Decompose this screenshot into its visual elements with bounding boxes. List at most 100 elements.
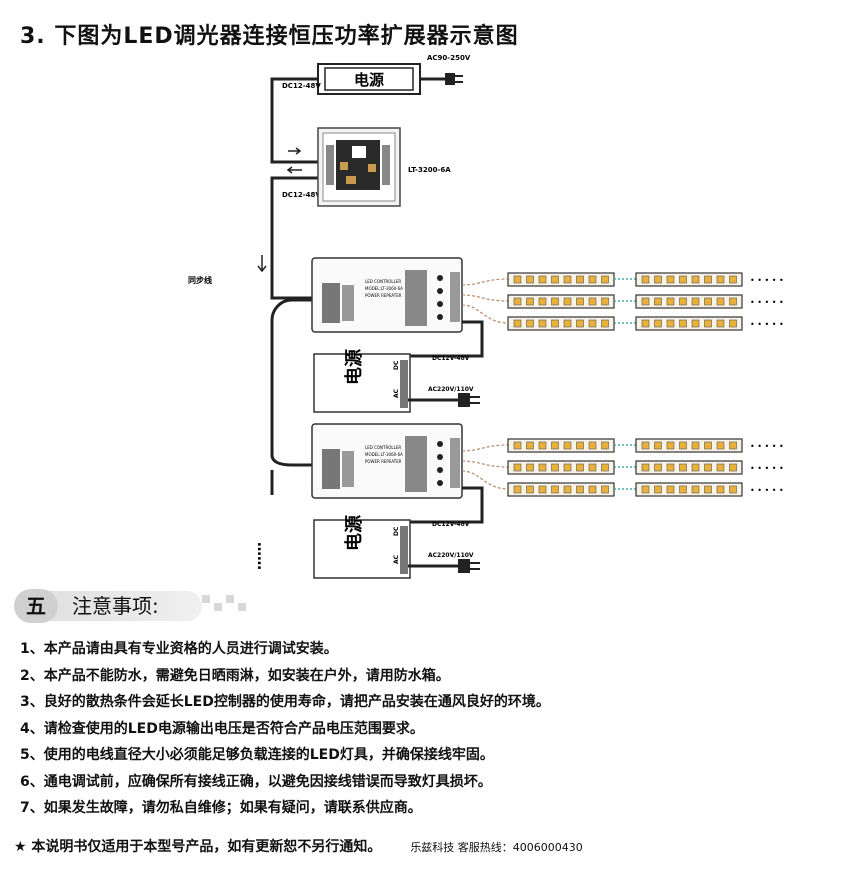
- led-strip: [507, 272, 615, 287]
- amplifier-input-terminal: [322, 283, 340, 323]
- strip-continuation: • • • • •: [750, 442, 784, 451]
- led-chip: [526, 319, 534, 328]
- dc-wire: [405, 320, 484, 358]
- plug-icon: [470, 396, 480, 398]
- led-chip: [729, 463, 737, 472]
- psu-unit-label: 电源: [343, 515, 365, 551]
- amplifier-label: POWER REPEATER: [365, 293, 402, 298]
- led-chip: [601, 319, 609, 328]
- led-strip: [507, 482, 615, 497]
- led-chip: [513, 319, 522, 328]
- led-chip: [513, 275, 522, 284]
- led-chip: [691, 463, 700, 472]
- decor-square: [202, 595, 210, 603]
- sync-label: 同步线: [188, 275, 212, 285]
- amplifier-label: LED CONTROLLER: [365, 445, 401, 450]
- led-chip: [704, 275, 712, 284]
- led-chip: [729, 319, 737, 328]
- led-chip: [576, 319, 584, 328]
- led-chip: [679, 463, 687, 472]
- decor-square: [226, 595, 234, 603]
- led-strip: [635, 438, 743, 453]
- led-chip: [716, 463, 725, 472]
- terminal-screw: [437, 480, 443, 486]
- led-chip: [704, 485, 712, 494]
- controller-box: [317, 127, 401, 207]
- plug-icon: [470, 402, 480, 404]
- led-chip: [513, 485, 522, 494]
- amplifier-input-terminal: [322, 449, 340, 489]
- section-bar: [42, 591, 202, 621]
- led-chip: [563, 275, 572, 284]
- led-chip: [654, 441, 662, 450]
- psu-dc-label: DC12V-48V: [432, 521, 470, 528]
- plug-icon: [458, 559, 470, 573]
- note-item: 5、使用的电线直径大小必须能足够负载连接的LED灯具，并确保接线牢固。: [20, 747, 494, 763]
- led-chip: [679, 319, 687, 328]
- terminal-screw: [437, 454, 443, 460]
- led-chip: [691, 275, 700, 284]
- led-chip: [716, 297, 725, 306]
- amplifier-label: LED CONTROLLER: [365, 279, 401, 284]
- decor-square: [238, 603, 246, 611]
- led-chip: [704, 319, 712, 328]
- led-chip: [588, 485, 597, 494]
- led-chip: [588, 297, 597, 306]
- strip-wire: [461, 460, 509, 468]
- plug-icon: [458, 393, 470, 407]
- ac-terminal-label: AC: [393, 554, 400, 564]
- led-chip: [551, 275, 559, 284]
- section-header: 五 注意事项:: [14, 589, 314, 623]
- psu-ac-label: AC220V/110V: [428, 386, 474, 393]
- led-chip: [576, 485, 584, 494]
- led-chip: [526, 463, 534, 472]
- note-item: 7、如果发生故障，请勿私自维修；如果有疑问，请联系供应商。: [20, 800, 422, 816]
- plug-icon: [470, 562, 480, 564]
- amplifier-label: MODEL:LT-3060-6A: [365, 286, 403, 291]
- strip-continuation: • • • • •: [750, 464, 784, 473]
- section-number: 五: [14, 589, 58, 623]
- led-chip: [551, 485, 559, 494]
- led-strip: [635, 482, 743, 497]
- led-chip: [704, 297, 712, 306]
- strip-continuation: • • • • •: [750, 486, 784, 495]
- led-chip: [679, 297, 687, 306]
- psu-terminal: [400, 360, 408, 408]
- led-chip: [654, 275, 662, 284]
- led-chip: [563, 463, 572, 472]
- led-chip: [654, 485, 662, 494]
- psu-unit-box: [313, 519, 411, 579]
- footer-hotline: 乐兹科技 客服热线：4006000430: [410, 841, 583, 854]
- led-chip: [666, 463, 675, 472]
- led-chip: [538, 297, 547, 306]
- led-chip: [729, 297, 737, 306]
- led-chip: [704, 441, 712, 450]
- led-chip: [588, 441, 597, 450]
- led-chip: [654, 319, 662, 328]
- continuation-dots: ……: [254, 542, 270, 570]
- led-chip: [654, 297, 662, 306]
- led-chip: [716, 441, 725, 450]
- note-item: 2、本产品不能防水，需避免日晒雨淋，如安装在户外，请用防水箱。: [20, 667, 450, 684]
- dc-terminal-label: DC: [393, 526, 400, 536]
- led-chip: [538, 319, 547, 328]
- led-chip: [729, 485, 737, 494]
- led-chip: [641, 463, 650, 472]
- led-chip: [563, 485, 572, 494]
- led-chip: [538, 275, 547, 284]
- led-strip: [635, 460, 743, 475]
- led-chip: [641, 485, 650, 494]
- led-chip: [563, 319, 572, 328]
- led-chip: [666, 485, 675, 494]
- plug-icon: [470, 568, 480, 570]
- strip-wire: [461, 304, 509, 324]
- led-chip: [601, 485, 609, 494]
- led-chip: [641, 441, 650, 450]
- amplifier-label: MODEL:LT-3060-6A: [365, 452, 403, 457]
- led-chip: [691, 485, 700, 494]
- led-chip: [601, 463, 609, 472]
- amplifier-output-terminal: [405, 436, 427, 492]
- led-chip: [666, 297, 675, 306]
- led-chip: [576, 463, 584, 472]
- ac-terminal-label: AC: [393, 388, 400, 398]
